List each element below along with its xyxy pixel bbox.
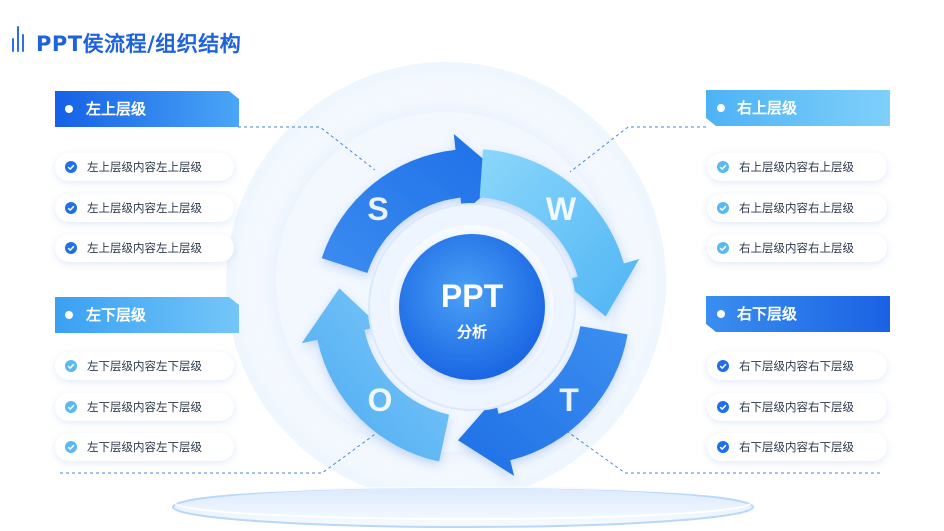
check-circle-icon (65, 360, 77, 372)
page-title: PPT侯流程/组织结构 (36, 32, 242, 56)
swot-t-letter: T (559, 382, 579, 418)
check-circle-icon (65, 401, 77, 413)
swot-w-letter: W (546, 191, 577, 227)
list-item-bottom-left-1: 左下层级内容左下层级 (55, 352, 234, 380)
header-bottom-right-label: 右下层级 (737, 305, 798, 323)
list-item-text: 左上层级内容左上层级 (87, 241, 202, 255)
list-item-bottom-left-2: 左下层级内容左下层级 (55, 393, 234, 421)
arrow-segment-t (457, 326, 628, 476)
check-circle-icon (65, 202, 77, 214)
swot-s-letter: S (367, 191, 388, 227)
list-item-top-right-3: 右上层级内容右上层级 (707, 234, 887, 262)
header-top-right-label: 右上层级 (737, 99, 798, 117)
header-bottom-left: 左下层级 (55, 297, 239, 333)
bullet-dot-icon (65, 311, 73, 319)
bullet-dot-icon (717, 310, 725, 318)
list-item-top-left-3: 左上层级内容左上层级 (55, 234, 234, 262)
list-item-top-left-1: 左上层级内容左上层级 (55, 153, 234, 181)
center-subtitle: 分析 (457, 323, 487, 341)
header-bottom-right: 右下层级 (706, 296, 890, 332)
center-title: PPT (441, 278, 504, 314)
list-item-text: 左下层级内容左下层级 (87, 400, 202, 414)
check-circle-icon (65, 161, 77, 173)
swot-o-letter: O (368, 382, 393, 418)
bullet-dot-icon (65, 105, 73, 113)
bullet-dot-icon (717, 104, 725, 112)
list-item-top-right-2: 右上层级内容右上层级 (707, 194, 887, 222)
center-circle (399, 234, 545, 380)
header-bottom-left-label: 左下层级 (86, 306, 147, 324)
list-item-bottom-right-3: 右下层级内容右下层级 (707, 433, 887, 461)
list-item-top-left-2: 左上层级内容左上层级 (55, 194, 234, 222)
arrow-segment-s (321, 133, 505, 274)
header-top-left: 左上层级 (55, 91, 239, 127)
list-item-text: 左下层级内容左下层级 (87, 440, 202, 454)
list-item-top-right-1: 右上层级内容右上层级 (707, 153, 887, 181)
list-item-bottom-right-2: 右下层级内容右下层级 (707, 393, 887, 421)
check-circle-icon (717, 401, 729, 413)
list-item-text: 左下层级内容左下层级 (87, 359, 202, 373)
title-bars-icon (12, 26, 28, 52)
list-item-text: 右下层级内容右下层级 (739, 359, 854, 373)
arrow-segment-o (301, 288, 450, 462)
list-item-text: 右上层级内容右上层级 (739, 201, 854, 215)
list-item-text: 右下层级内容右下层级 (739, 400, 854, 414)
list-item-text: 右下层级内容右下层级 (739, 440, 854, 454)
list-item-bottom-right-1: 右下层级内容右下层级 (707, 352, 887, 380)
list-item-text: 右上层级内容右上层级 (739, 241, 854, 255)
check-circle-icon (717, 441, 729, 453)
list-item-text: 左上层级内容左上层级 (87, 201, 202, 215)
check-circle-icon (65, 242, 77, 254)
check-circle-icon (717, 161, 729, 173)
header-top-right: 右上层级 (706, 90, 890, 126)
list-item-text: 右上层级内容右上层级 (739, 160, 854, 174)
arrow-segment-w (479, 149, 640, 317)
list-item-text: 左上层级内容左上层级 (87, 160, 202, 174)
header-top-left-label: 左上层级 (86, 100, 147, 118)
check-circle-icon (65, 441, 77, 453)
check-circle-icon (717, 242, 729, 254)
check-circle-icon (717, 360, 729, 372)
check-circle-icon (717, 202, 729, 214)
list-item-bottom-left-3: 左下层级内容左下层级 (55, 433, 234, 461)
